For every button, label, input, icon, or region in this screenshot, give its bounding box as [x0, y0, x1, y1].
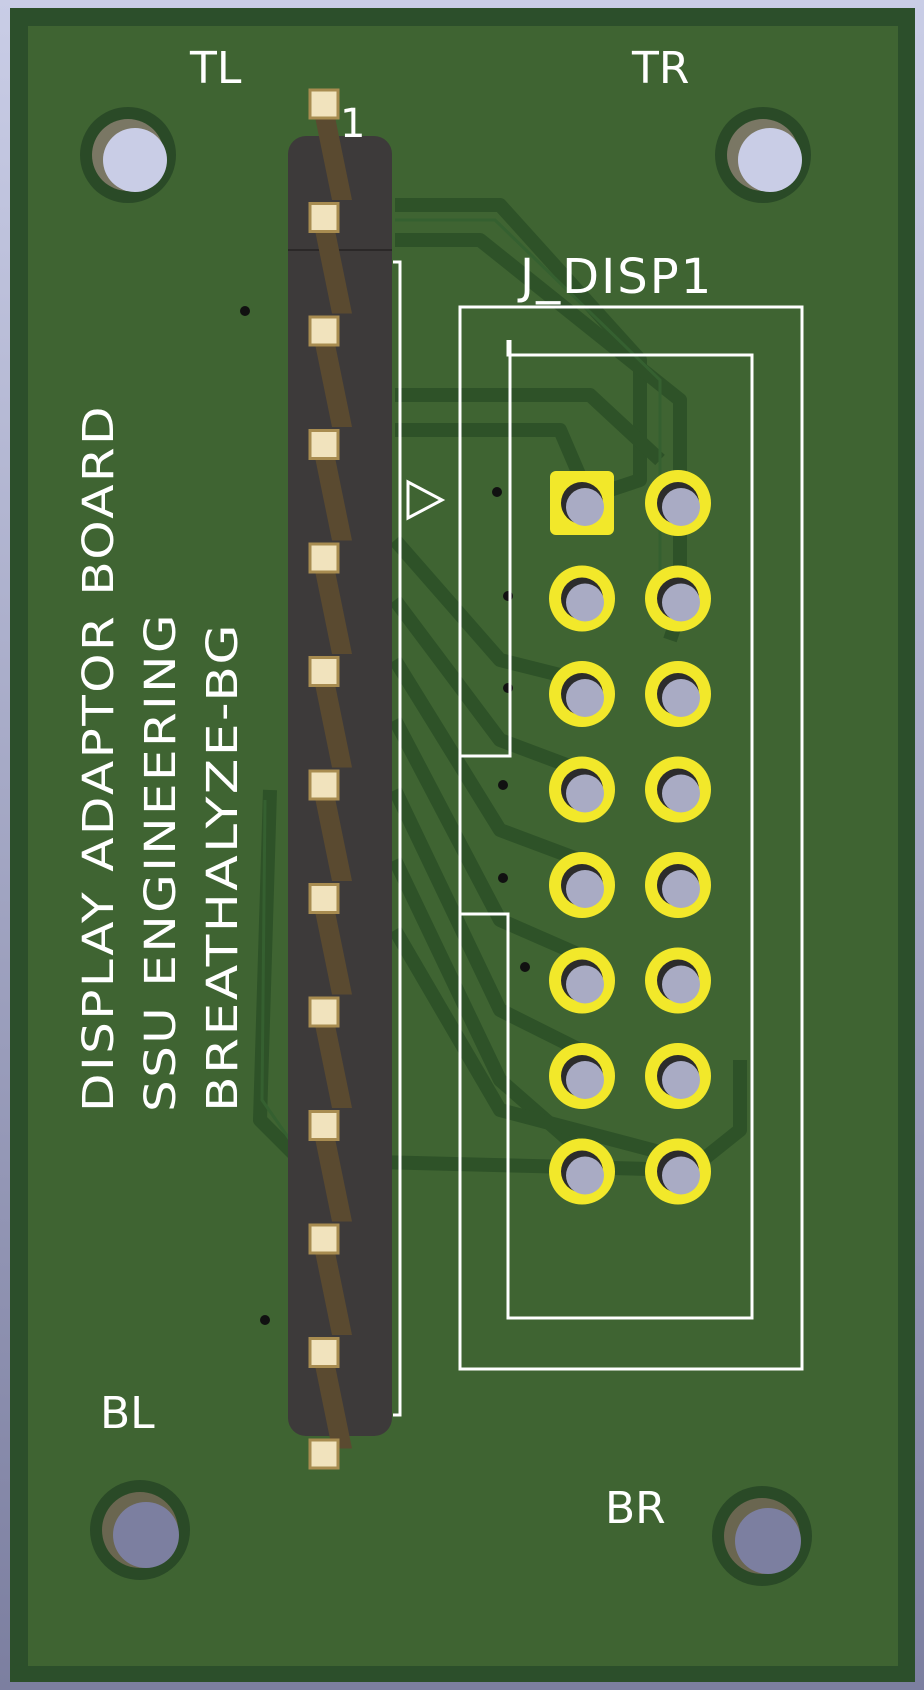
idc-connector-outline: [458, 305, 804, 1371]
idc-pad: [549, 947, 615, 1014]
header-pin: [308, 883, 352, 995]
header-pin: [308, 542, 352, 654]
hole-bl: [113, 1502, 179, 1568]
header-pin: [308, 769, 352, 881]
header-pin: [308, 996, 352, 1108]
idc-pad: [549, 661, 615, 727]
label-br: BR: [605, 1483, 666, 1534]
hole-tr: [738, 128, 802, 192]
header-silkscreen: [393, 260, 446, 1417]
header-pin: [308, 656, 352, 768]
header-pins: [308, 88, 352, 1470]
header-pin: [308, 1337, 352, 1449]
board-title-line-3: BREATHALYZE-BG: [198, 622, 248, 1112]
idc-pad: [549, 1138, 615, 1205]
idc-pad: [645, 1043, 711, 1109]
idc-pad: [549, 756, 615, 823]
idc-pad: [645, 1138, 711, 1205]
idc-pad: [549, 852, 615, 918]
header-pin: [308, 202, 352, 314]
board-title-block: DISPLAY ADAPTOR BOARD SSU ENGINEERING BR…: [74, 404, 248, 1112]
hole-br: [735, 1508, 801, 1574]
header-pin: [308, 1223, 352, 1335]
board-title-line-1: DISPLAY ADAPTOR BOARD: [74, 404, 124, 1112]
label-designator: J_DISP1: [517, 249, 713, 305]
label-bl: BL: [100, 1388, 155, 1439]
copper-traces: [253, 198, 747, 1177]
idc-pads: [549, 470, 711, 1205]
header-pin: [308, 429, 352, 541]
label-tl: TL: [189, 43, 242, 94]
idc-pad: [645, 947, 711, 1014]
idc-pad: [549, 565, 615, 632]
board-title-line-2: SSU ENGINEERING: [136, 612, 186, 1112]
idc-pad: [550, 471, 614, 535]
label-tr: TR: [631, 43, 689, 94]
idc-pad: [645, 852, 711, 918]
idc-pad: [645, 661, 711, 727]
idc-pad: [645, 565, 711, 632]
hole-tl: [103, 128, 167, 192]
idc-pad: [645, 756, 711, 823]
header-pin: [308, 315, 352, 427]
header-pin: [308, 88, 352, 200]
header-pin: [308, 1110, 352, 1222]
mounting-holes: [80, 107, 812, 1586]
idc-pad: [645, 470, 711, 536]
idc-pad: [549, 1043, 615, 1109]
header-pin-end: [308, 1438, 340, 1470]
pin-header-body: [288, 136, 392, 1436]
label-pin1: 1: [340, 101, 365, 147]
